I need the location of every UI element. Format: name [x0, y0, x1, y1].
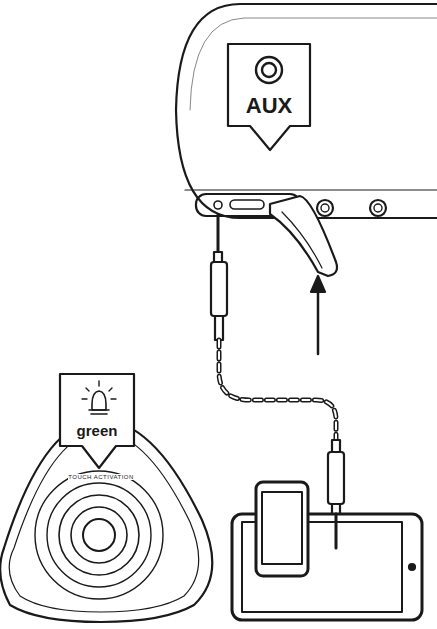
aux-callout — [228, 44, 310, 150]
callout-box: AUX — [230, 88, 308, 124]
port-flap — [270, 196, 337, 276]
phone — [256, 482, 308, 576]
speaker-body — [176, 4, 437, 218]
callout-text: AUX — [246, 93, 292, 119]
callout-box: green — [62, 418, 132, 442]
callout-text: green — [77, 422, 118, 439]
printed-label: TOUCH ACTIVATION — [68, 474, 134, 480]
led-callout — [60, 374, 134, 468]
